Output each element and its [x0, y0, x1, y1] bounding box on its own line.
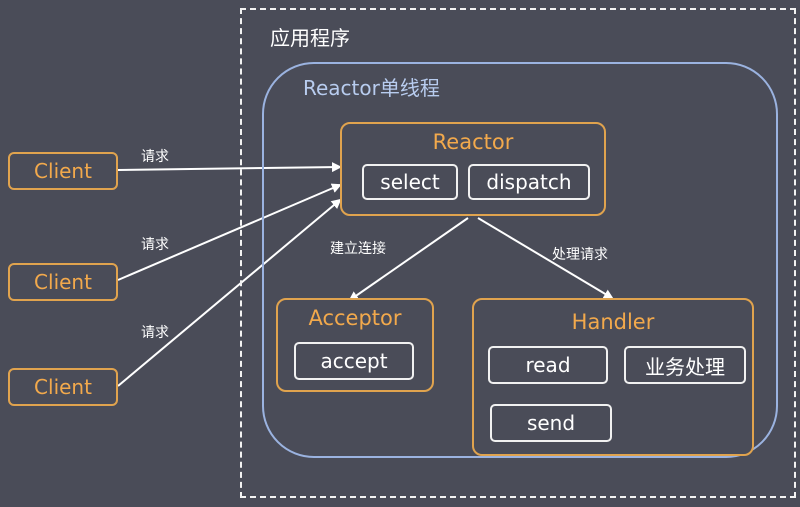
handler-title: Handler — [571, 310, 655, 334]
reactor-box: Reactor select dispatch — [340, 122, 606, 216]
acceptor-box: Acceptor accept — [276, 298, 434, 392]
send-box: send — [490, 404, 612, 442]
arrow-reactor-handler — [477, 217, 614, 300]
client-1: Client — [8, 152, 118, 190]
request-label-3: 请求 — [141, 325, 169, 341]
arrow-client3-reactor — [117, 198, 342, 387]
client-2: Client — [8, 263, 118, 301]
reactor-thread-title: Reactor单线程 — [303, 76, 440, 100]
business-logic-box: 业务处理 — [624, 346, 746, 384]
dispatch-box: dispatch — [468, 164, 590, 200]
handler-box: Handler read 业务处理 send — [472, 298, 754, 456]
arrow-client2-reactor — [117, 183, 342, 281]
application-boundary — [240, 8, 796, 498]
request-label-2: 请求 — [141, 237, 169, 253]
arrow-client1-reactor — [117, 162, 342, 173]
acceptor-title: Acceptor — [308, 306, 402, 330]
reactor-thread-boundary — [262, 62, 778, 458]
select-box: select — [362, 164, 458, 200]
reactor-title: Reactor — [432, 130, 514, 154]
arrow-reactor-acceptor — [348, 217, 469, 302]
request-label-1: 请求 — [141, 149, 169, 165]
application-title: 应用程序 — [270, 26, 350, 50]
client-3: Client — [8, 368, 118, 406]
connect-label: 建立连接 — [330, 241, 386, 257]
process-request-label: 处理请求 — [552, 247, 608, 263]
read-box: read — [488, 346, 608, 384]
accept-box: accept — [294, 342, 414, 380]
